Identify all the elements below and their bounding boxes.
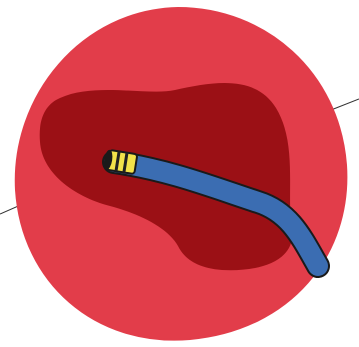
catheter-tip: [103, 149, 138, 174]
pointer-line-right: [331, 99, 359, 110]
